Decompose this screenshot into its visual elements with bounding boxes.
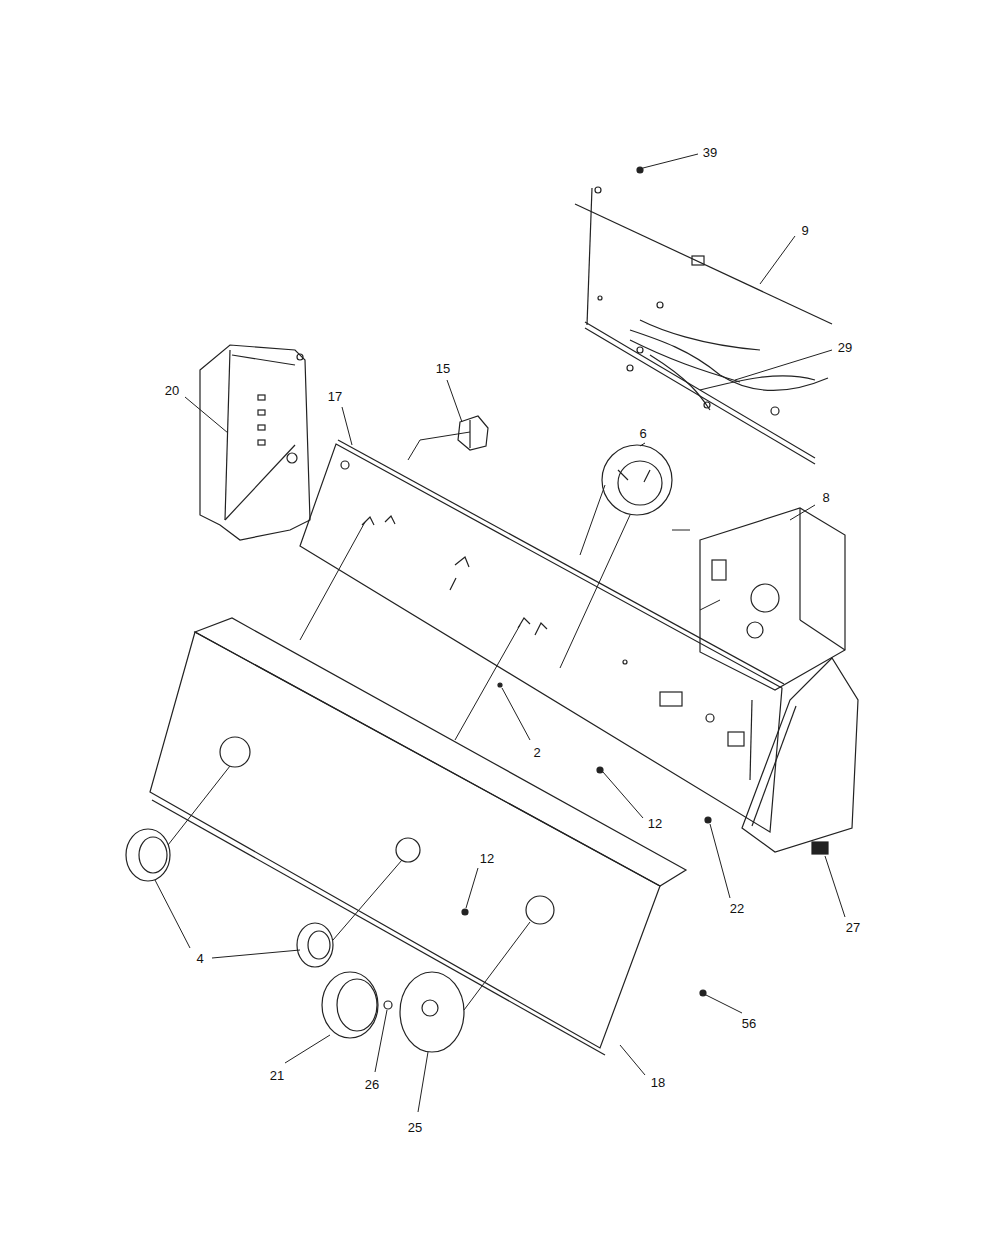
bracket	[200, 345, 310, 540]
callout-number: 21	[268, 1068, 286, 1083]
end-cap	[742, 658, 858, 852]
timer	[700, 508, 845, 690]
back-panel	[575, 187, 832, 464]
selector-switch	[602, 445, 672, 515]
callout-number: 39	[701, 145, 719, 160]
leader-line	[155, 154, 845, 1112]
callout-number: 18	[649, 1075, 667, 1090]
callout-number: 4	[194, 951, 205, 966]
callout-number: 29	[836, 340, 854, 355]
callout-number: 2	[531, 745, 542, 760]
screw	[462, 167, 828, 996]
callout-number: 17	[326, 389, 344, 404]
callout-number: 56	[740, 1016, 758, 1031]
knob	[126, 829, 333, 967]
callout-number: 12	[646, 816, 664, 831]
callout-number: 26	[363, 1077, 381, 1092]
callout-number: 25	[406, 1120, 424, 1135]
wire-harness	[627, 302, 828, 415]
callout-number: 12	[478, 851, 496, 866]
timer-knob	[322, 972, 464, 1052]
callout-number: 27	[844, 920, 862, 935]
callout-number: 8	[820, 490, 831, 505]
callout-number: 6	[637, 426, 648, 441]
callout-number: 20	[163, 383, 181, 398]
callout-number: 15	[434, 361, 452, 376]
callout-number: 9	[799, 223, 810, 238]
console-panel	[300, 440, 784, 832]
callout-number: 22	[728, 901, 746, 916]
front-panel	[150, 618, 686, 1055]
